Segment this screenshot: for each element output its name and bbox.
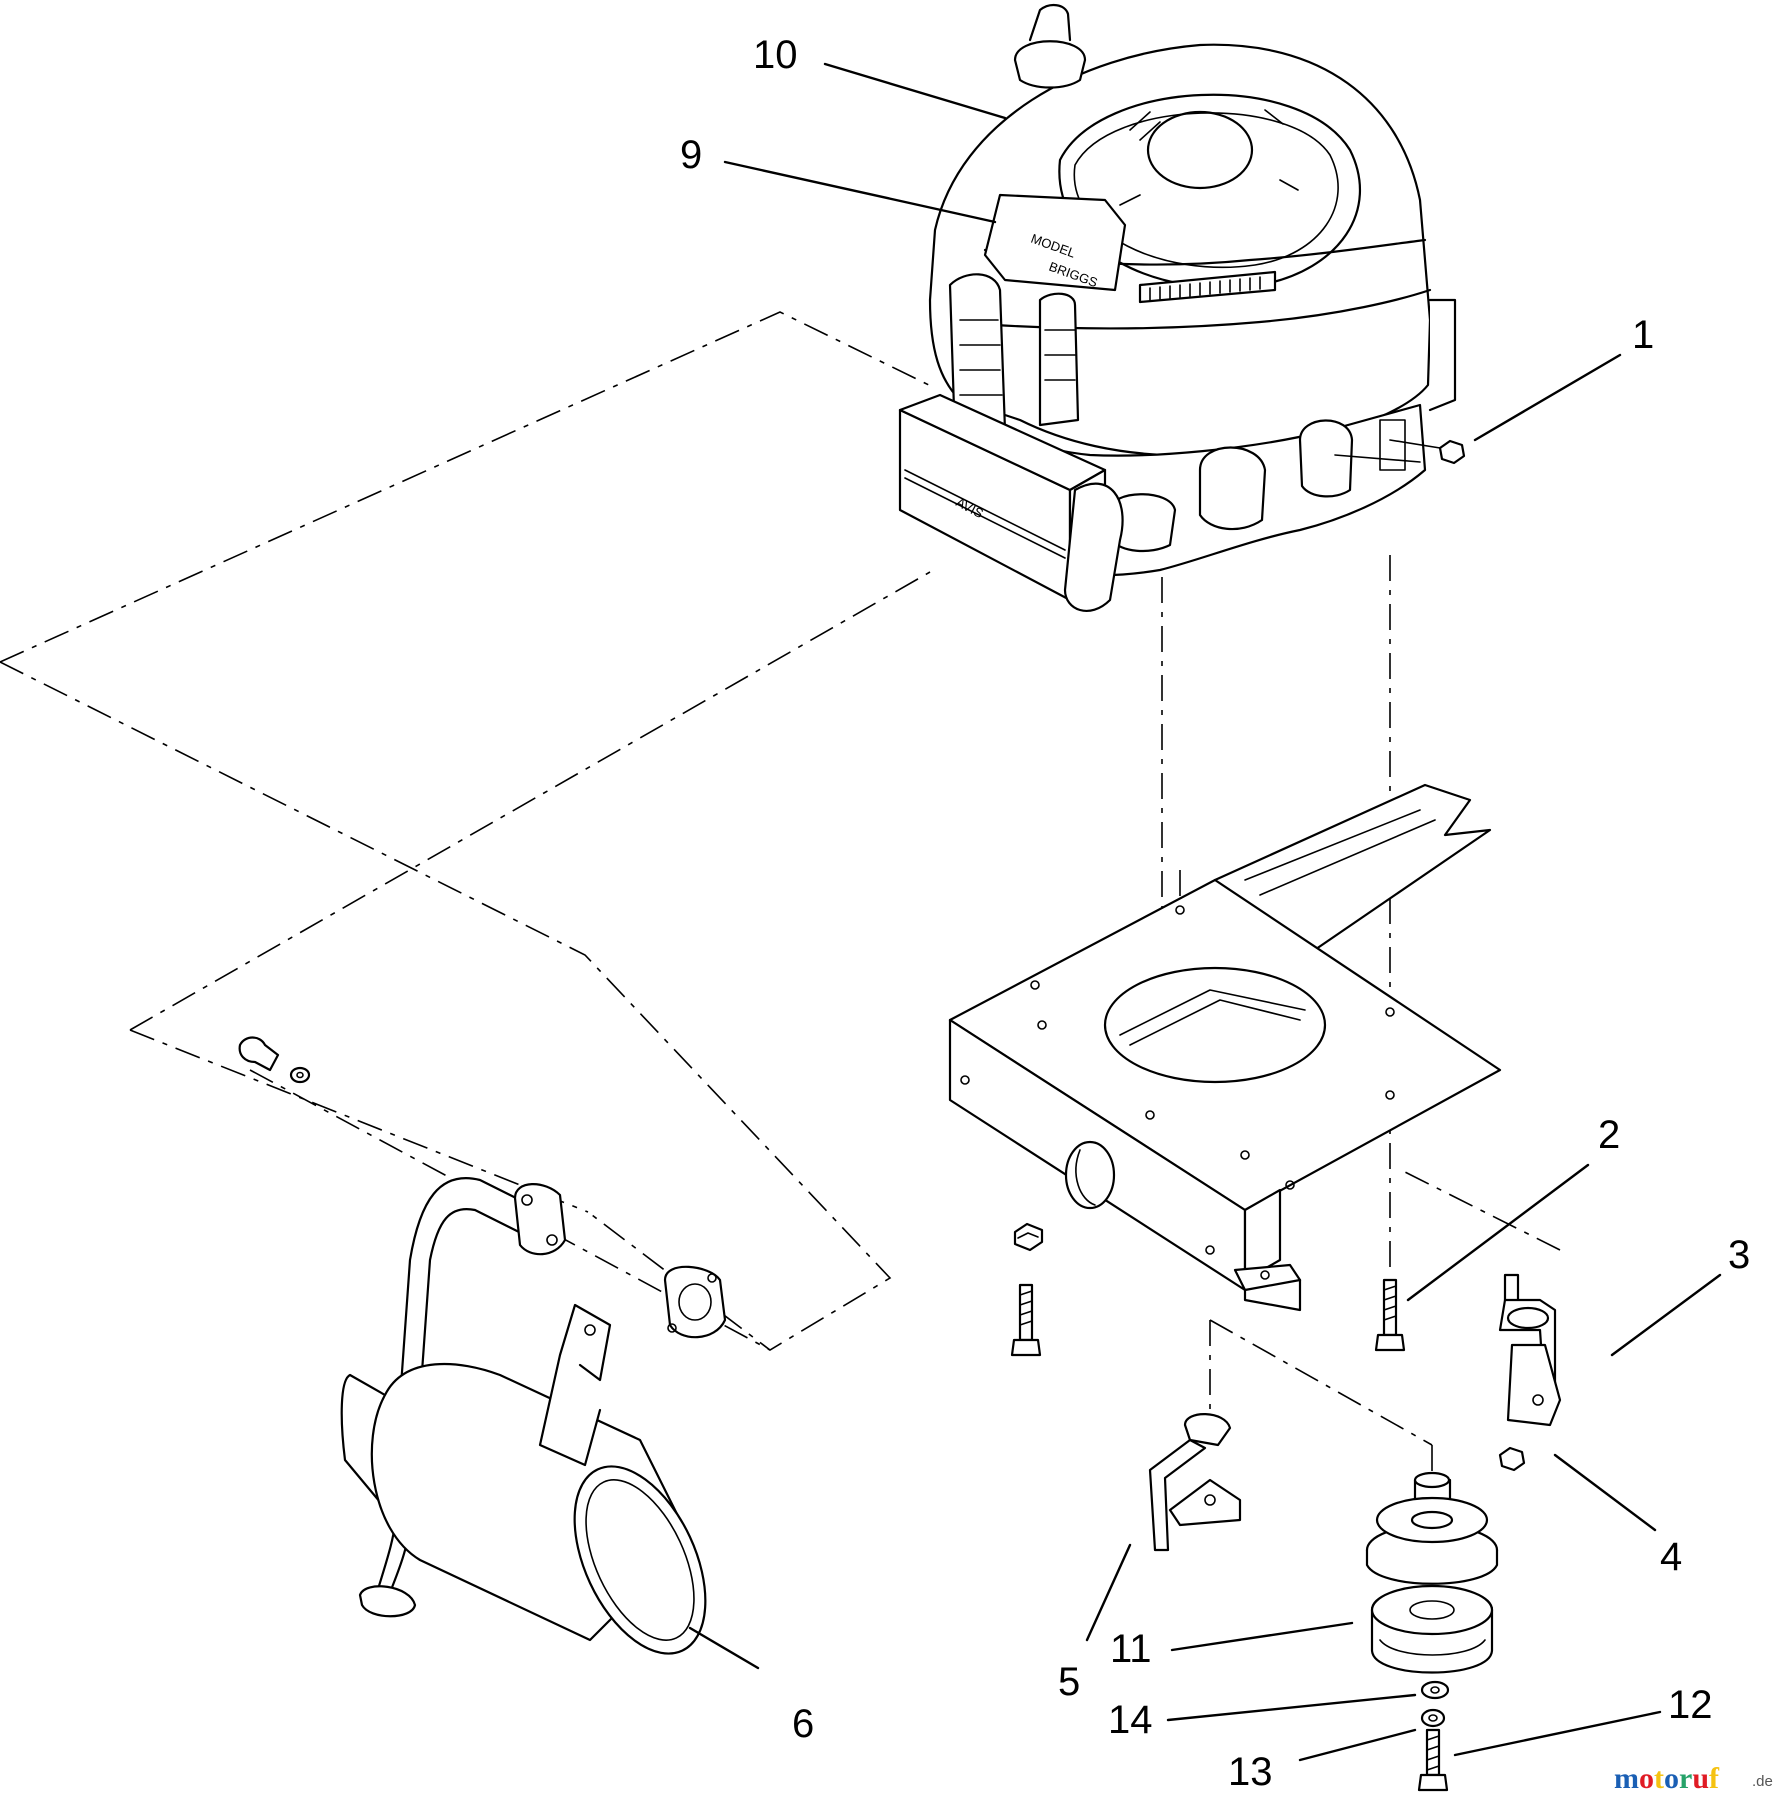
pulley-hardware xyxy=(1417,1680,1450,1792)
leader-9 xyxy=(723,160,997,224)
model-decal xyxy=(983,193,1127,292)
callout-9: 9 xyxy=(680,133,702,177)
leader-lines xyxy=(688,62,1722,1762)
leader-5 xyxy=(1085,1543,1132,1642)
callout-14: 14 xyxy=(1108,1698,1153,1742)
callout-6: 6 xyxy=(792,1702,814,1746)
callout-1: 1 xyxy=(1632,313,1654,357)
watermark-suffix: .de xyxy=(1752,1773,1773,1790)
leader-1 xyxy=(1473,353,1622,442)
callout-3: 3 xyxy=(1728,1233,1750,1277)
callout-4: 4 xyxy=(1660,1535,1682,1579)
engine-assembly: MODEL BRIGGS AVIS xyxy=(898,4,1466,612)
watermark-logo: motoruf .de xyxy=(1614,1762,1773,1795)
leader-2 xyxy=(1406,1163,1590,1302)
leader-10 xyxy=(823,62,1007,120)
exhaust-gasket xyxy=(663,1265,727,1339)
mount-bolts xyxy=(1010,1222,1406,1357)
watermark-letter: t xyxy=(1654,1762,1664,1795)
leader-14 xyxy=(1166,1693,1417,1722)
callout-11: 11 xyxy=(1110,1627,1152,1671)
mount-holes xyxy=(1030,905,1395,1190)
exhaust-bolt xyxy=(238,1036,311,1084)
callout-10: 10 xyxy=(753,33,798,77)
engine-mount-plate xyxy=(948,783,1502,1312)
leader-3 xyxy=(1610,1273,1722,1357)
leader-12 xyxy=(1453,1710,1662,1757)
callout-12: 12 xyxy=(1668,1683,1713,1727)
leader-6 xyxy=(688,1626,760,1670)
bracket-right xyxy=(1498,1273,1562,1472)
watermark-letter: m xyxy=(1614,1762,1639,1795)
leader-4 xyxy=(1553,1453,1657,1532)
watermark-letter: o xyxy=(1639,1762,1654,1795)
engine-nut xyxy=(1438,439,1466,465)
callout-5: 5 xyxy=(1058,1660,1080,1704)
watermark-letter: o xyxy=(1664,1762,1679,1795)
callout-13: 13 xyxy=(1228,1750,1273,1794)
watermark-letter: f xyxy=(1709,1762,1720,1795)
bracket-left xyxy=(1148,1413,1242,1552)
watermark-letter: r xyxy=(1679,1762,1692,1795)
watermark-text: motoruf xyxy=(1614,1762,1720,1795)
leader-13 xyxy=(1298,1728,1417,1762)
leader-11 xyxy=(1170,1621,1354,1652)
pulley-assembly xyxy=(1365,1471,1499,1674)
watermark-letter: u xyxy=(1692,1762,1709,1795)
callout-2: 2 xyxy=(1598,1113,1620,1157)
callout-numbers: 10 9 1 2 3 4 5 6 11 14 13 12 xyxy=(680,33,1750,1794)
muffler-assembly xyxy=(340,1177,707,1655)
